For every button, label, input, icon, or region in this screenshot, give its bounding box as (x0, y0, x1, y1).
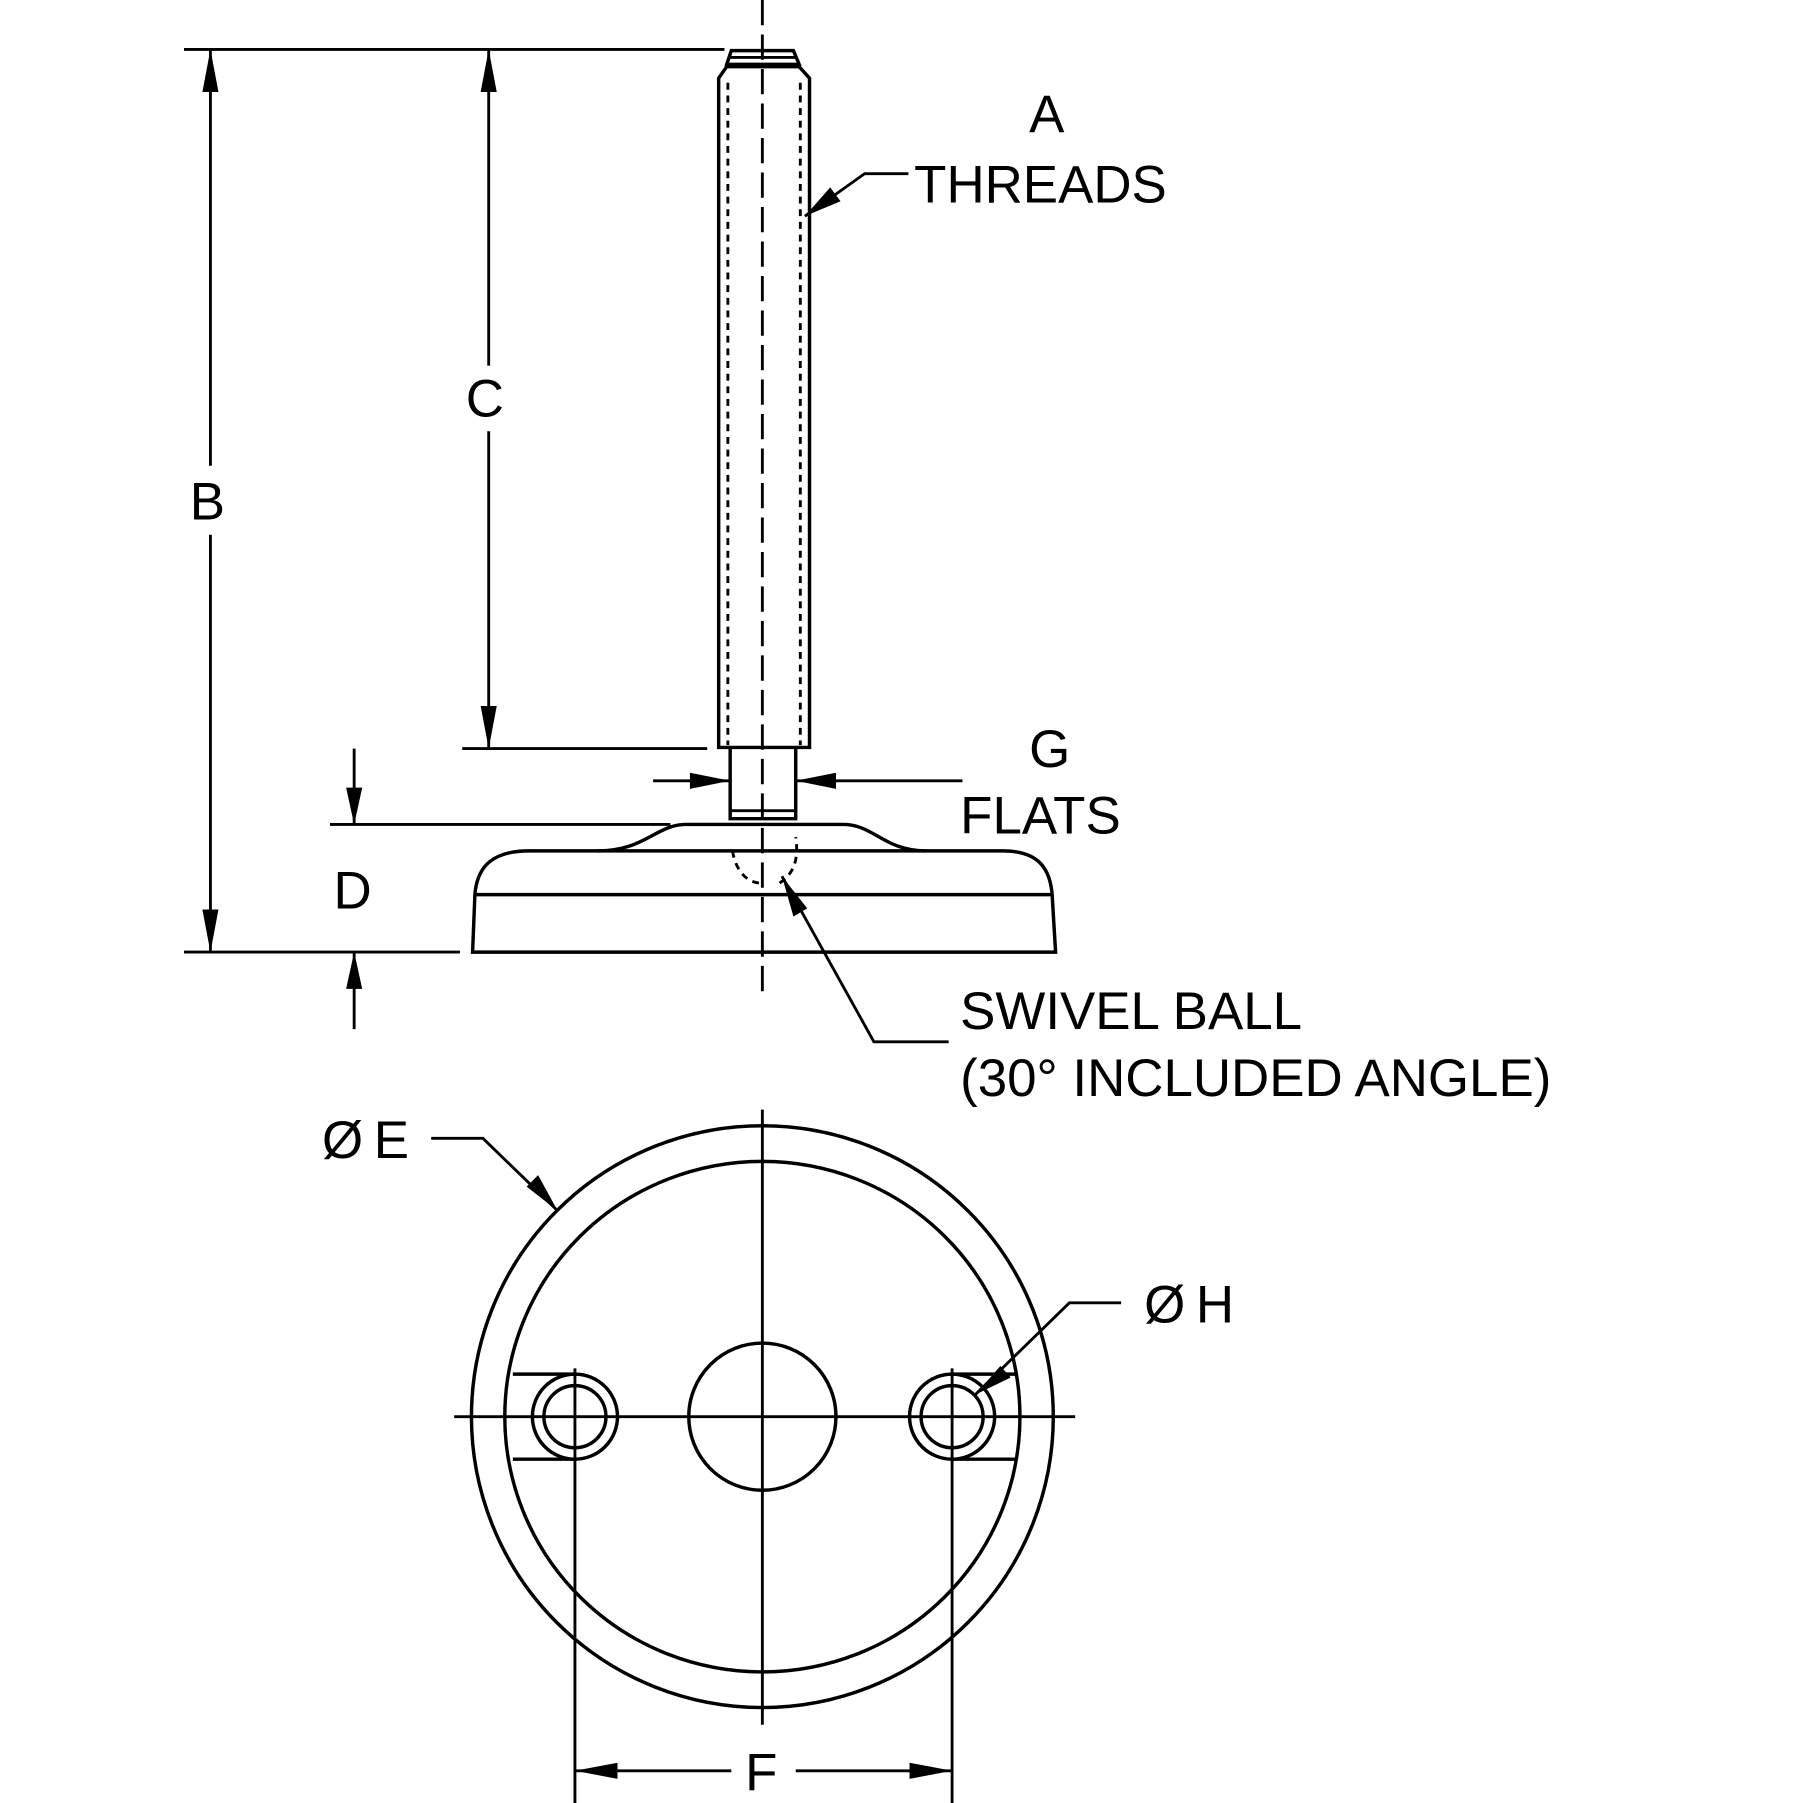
label-f: F (745, 1743, 777, 1802)
label-included-angle: (30° INCLUDED ANGLE) (960, 1049, 1551, 1108)
label-b: B (190, 473, 225, 532)
label-d: D (333, 861, 371, 920)
diameter-symbol-e: Ø (322, 1111, 363, 1170)
label-e: E (374, 1111, 409, 1170)
label-h: H (1196, 1275, 1234, 1334)
label-swivel-ball: SWIVEL BALL (960, 982, 1302, 1041)
base-side-view (470, 822, 1058, 954)
dimension-lines (183, 48, 963, 1044)
label-flats: FLATS (960, 787, 1121, 846)
label-a: A (1029, 85, 1065, 144)
label-c: C (466, 369, 504, 428)
diameter-symbol-h: Ø (1144, 1275, 1185, 1334)
threaded-stud (716, 0, 812, 995)
label-threads: THREADS (914, 155, 1167, 214)
label-g: G (1029, 720, 1070, 779)
base-bottom-view (431, 1109, 1122, 1803)
